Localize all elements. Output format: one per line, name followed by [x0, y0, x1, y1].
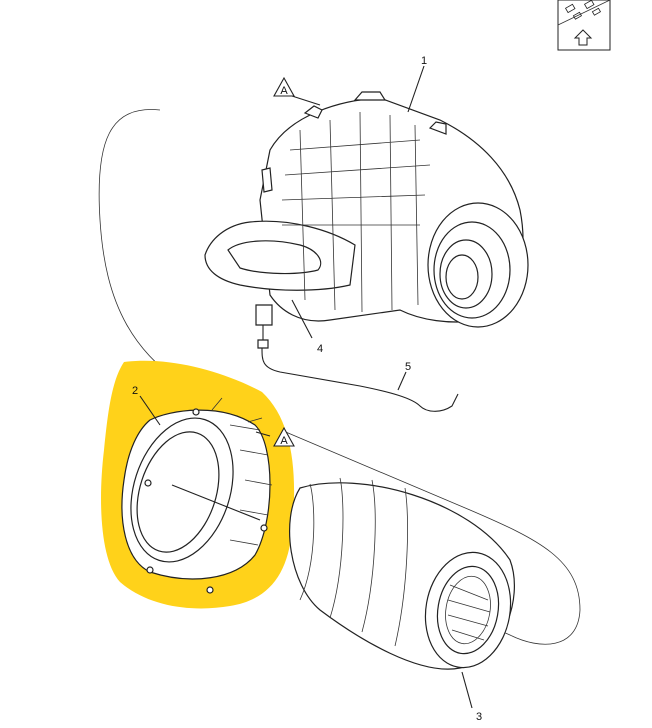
warning-triangle-top: A: [273, 76, 295, 97]
filter-element[interactable]: [289, 477, 520, 674]
warning-label: A: [280, 435, 288, 447]
callout-1: 1: [421, 55, 427, 67]
air-cleaner-housing[interactable]: [204, 91, 529, 328]
hose[interactable]: [261, 347, 459, 412]
drain-valve[interactable]: [255, 304, 273, 349]
warning-label: A: [280, 85, 288, 97]
warning-triangle-bottom: A: [273, 426, 295, 447]
view-direction-icon[interactable]: [557, 0, 611, 51]
callout-3: 3: [476, 711, 482, 723]
callout-2: 2: [132, 385, 138, 397]
leader-lines: [139, 65, 473, 709]
callout-4: 4: [317, 343, 323, 355]
up-arrow-icon: [573, 29, 593, 46]
callout-5: 5: [405, 361, 411, 373]
